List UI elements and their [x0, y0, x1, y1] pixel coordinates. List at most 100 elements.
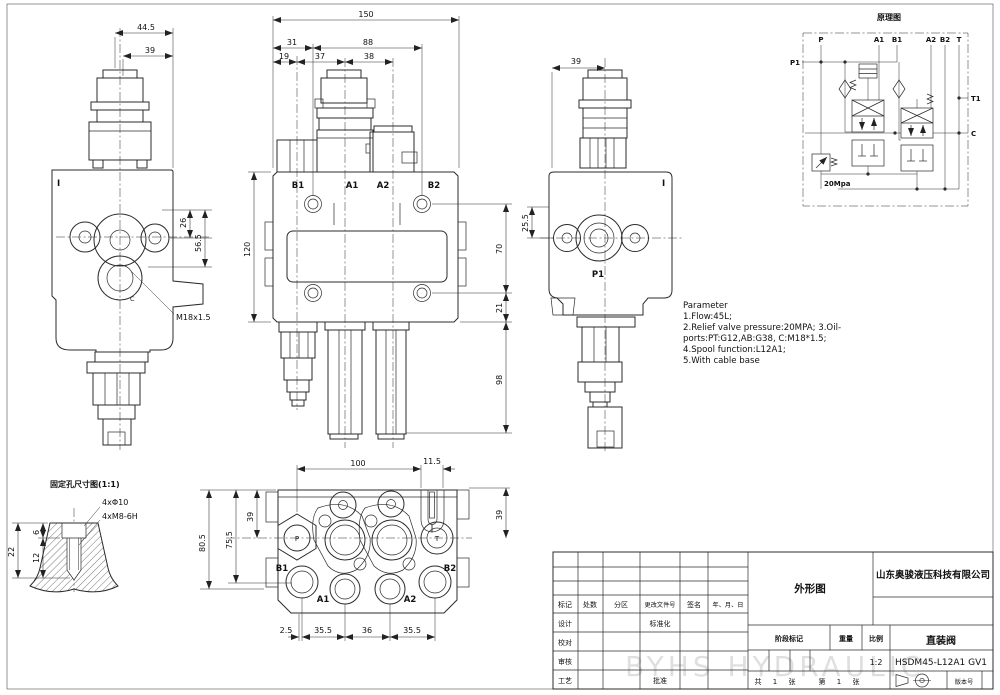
dim-37: 37	[315, 52, 325, 61]
bottom-port-t-label: T	[434, 535, 440, 543]
weight-label: 重量	[839, 634, 853, 643]
dim-35-5-b: 35.5	[403, 626, 421, 635]
row-design: 设计	[558, 619, 572, 628]
dim-56-5: 56.5	[194, 234, 203, 252]
bottom-port-p-label: P	[295, 535, 299, 543]
bottom-port-a2: A2	[404, 595, 417, 605]
thread-label: M18x1.5	[176, 313, 211, 322]
dim-98: 98	[495, 375, 504, 385]
dim-2-5: 2.5	[280, 626, 293, 635]
fixing-hole-title: 固定孔尺寸图(1:1)	[50, 479, 120, 489]
fixing-hole-label-thread: 4xM8-6H	[102, 512, 138, 521]
dim-38: 38	[364, 52, 374, 61]
parameter-line3: ports:PT:G12,AB:G38, C:M18*1.5;	[683, 334, 827, 344]
schematic-port-t1: T1	[971, 95, 981, 103]
front-port-a1: A1	[346, 181, 359, 191]
scale-label: 比例	[869, 634, 883, 643]
dim-25-5: 25.5	[521, 214, 530, 232]
schematic-port-p: P	[818, 36, 823, 44]
dim-39-bottom-right: 39	[495, 510, 504, 520]
fixing-hole-label-phi: 4xΦ10	[102, 498, 128, 507]
schematic-port-b1: B1	[892, 36, 902, 44]
dim-35-5-a: 35.5	[314, 626, 332, 635]
col-count: 处数	[583, 600, 597, 609]
sheet-total-prefix: 共	[755, 677, 762, 686]
sheet-unit1: 张	[789, 677, 796, 686]
row-check: 校对	[558, 638, 572, 647]
col-doc-no: 更改文件号	[645, 601, 676, 609]
scale-value: 1:2	[870, 658, 883, 667]
dim-70: 70	[495, 244, 504, 254]
dim-39-right-view: 39	[571, 57, 581, 66]
left-view-port-c-label: C	[130, 295, 135, 303]
col-date: 年、月、日	[713, 601, 744, 609]
sheet-total-num: 1	[773, 678, 777, 686]
hydraulic-schematic: 原理图 P A1 B1 A2 B2 T P1 T1	[790, 13, 981, 207]
right-view-port-p1: P1	[592, 270, 604, 280]
dim-36: 36	[362, 626, 372, 635]
row-process: 工艺	[558, 677, 572, 685]
parameter-line4: 4.Spool function:L12A1;	[683, 345, 786, 355]
dim-39-bottom-left: 39	[246, 512, 255, 522]
sheet-unit2: 张	[853, 677, 860, 686]
parameter-line5: 5.With cable base	[683, 356, 760, 366]
left-view-section-mark: I	[57, 179, 60, 189]
projection-symbol-icon	[895, 673, 931, 688]
front-port-b1: B1	[292, 181, 304, 191]
watermark: BYHS HYDRAULIC	[625, 650, 925, 683]
version-label: 版本号	[955, 678, 974, 686]
dim-31: 31	[287, 38, 297, 47]
schematic-port-p1: P1	[790, 59, 800, 67]
title-block: BYHS HYDRAULIC	[552, 551, 994, 690]
schematic-pressure: 20Mpa	[824, 180, 851, 188]
bottom-view: P T B1 A1 A2 B2 100 11.5	[198, 457, 510, 641]
schematic-port-t: T	[957, 36, 962, 44]
parameter-line2: 2.Relief valve pressure:20MPA; 3.Oil-	[683, 323, 841, 333]
parameter-line1: 1.Flow:45L;	[683, 312, 732, 322]
bottom-port-a1: A1	[317, 595, 330, 605]
drawing-title: 外形图	[793, 582, 826, 595]
dim-80-5: 80.5	[198, 534, 207, 552]
dim-11-5: 11.5	[423, 457, 441, 466]
dim-19: 19	[279, 52, 289, 61]
left-side-view: I C 44.5 39 26 56.5 M18x1.5	[51, 23, 212, 450]
row-review: 审核	[558, 657, 572, 666]
dim-150: 150	[358, 10, 373, 19]
bottom-port-b2: B2	[444, 564, 456, 574]
fixing-hole-detail: 固定孔尺寸图(1:1) 4xΦ10 4xM8-6H 22 6 12	[7, 479, 138, 593]
model-number: HSDM45-L12A1 GV1	[895, 658, 987, 668]
col-mark: 标记	[558, 600, 572, 609]
dim-44-5: 44.5	[137, 23, 155, 32]
sheet-no-num: 1	[837, 678, 841, 686]
right-view-section-mark: I	[662, 179, 665, 189]
front-port-b2: B2	[428, 181, 440, 191]
dim-75-5: 75.5	[225, 531, 234, 549]
fixing-hole-dim-22: 22	[7, 547, 16, 557]
sheet-no-prefix: 第	[819, 677, 826, 686]
dim-88: 88	[363, 38, 373, 47]
dim-39-left-view: 39	[145, 46, 155, 55]
dim-26: 26	[179, 218, 188, 228]
schematic-port-c: C	[971, 130, 976, 138]
bottom-port-b1: B1	[276, 564, 288, 574]
front-port-a2: A2	[377, 181, 390, 191]
dim-21: 21	[495, 303, 504, 313]
parameter-block: Parameter 1.Flow:45L; 2.Relief valve pre…	[683, 301, 841, 366]
schematic-port-a2: A2	[926, 36, 936, 44]
sheet-border	[6, 3, 994, 690]
dim-100: 100	[350, 459, 365, 468]
schematic-title: 原理图	[877, 13, 901, 22]
fixing-hole-dim-12: 12	[32, 553, 41, 563]
parameter-title: Parameter	[683, 301, 728, 311]
schematic-port-b2: B2	[940, 36, 950, 44]
stage-label: 阶段标记	[775, 634, 803, 643]
dim-120: 120	[243, 242, 252, 257]
front-view: B1 A1 A2 B2 150 31 88	[243, 10, 512, 448]
fixing-hole-dim-6: 6	[32, 530, 41, 535]
company-name: 山东奥骏液压科技有限公司	[876, 569, 990, 581]
cell-approve: 批准	[653, 676, 667, 685]
col-zone: 分区	[614, 600, 628, 609]
col-sign: 签名	[687, 600, 701, 609]
